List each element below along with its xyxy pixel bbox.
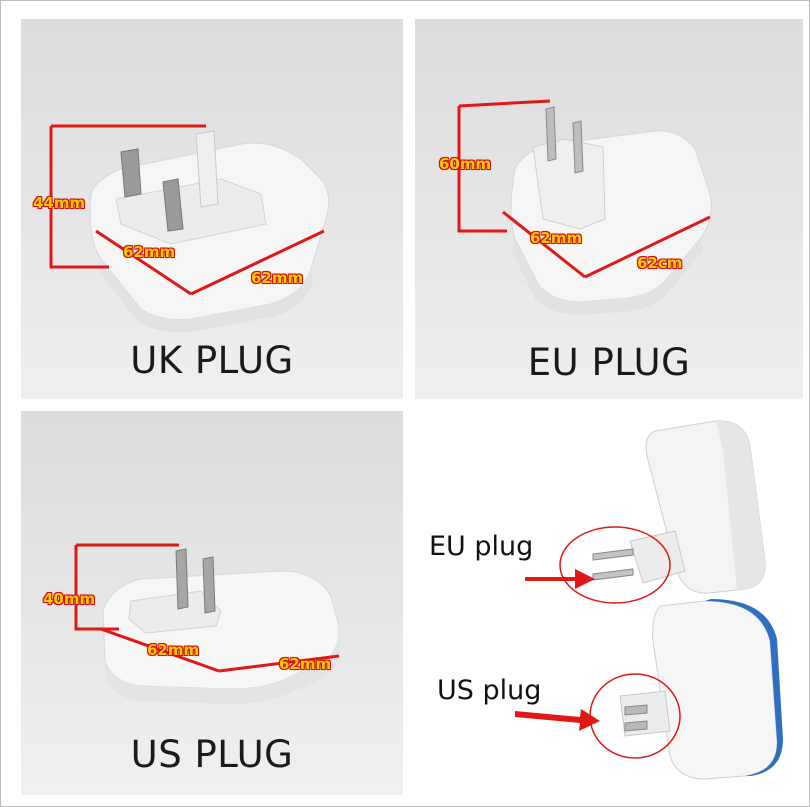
us-arrow-icon (515, 709, 600, 731)
eu-depth-label: 62mm (530, 229, 583, 247)
us-plug-label: US plug (437, 675, 542, 706)
uk-plug-panel: 44mm 62mm 62mm UK PLUG (21, 19, 403, 399)
height-dimension-line (49, 126, 109, 269)
uk-plug-illustration (21, 19, 403, 399)
eu-height-label: 60mm (439, 155, 492, 173)
eu-plug-caption: EU PLUG (527, 341, 691, 384)
eu-highlight-circle (559, 526, 671, 604)
eu-arrow-icon (525, 569, 595, 589)
us-depth-label: 62mm (147, 641, 200, 659)
eu-plug-label: EU plug (429, 531, 534, 562)
eu-width-label: 62cm (637, 254, 683, 272)
uk-depth-label: 62mm (123, 243, 176, 261)
plug-comparison-illustration (515, 420, 783, 780)
us-plug-panel: 40mm 62mm 62mm US PLUG (21, 411, 403, 795)
uk-plug-caption: UK PLUG (130, 339, 294, 382)
us-height-label: 40mm (43, 590, 96, 608)
eu-plug-illustration (415, 19, 803, 399)
uk-width-label: 62mm (251, 269, 304, 287)
plug-comparison-panel: EU plug US plug (415, 411, 803, 795)
us-width-label: 62mm (279, 655, 332, 673)
us-plug-illustration (21, 411, 403, 795)
us-plug-caption: US PLUG (130, 733, 294, 776)
eu-plug-panel: 60mm 62mm 62cm EU PLUG (415, 19, 803, 399)
uk-height-label: 44mm (33, 194, 86, 212)
